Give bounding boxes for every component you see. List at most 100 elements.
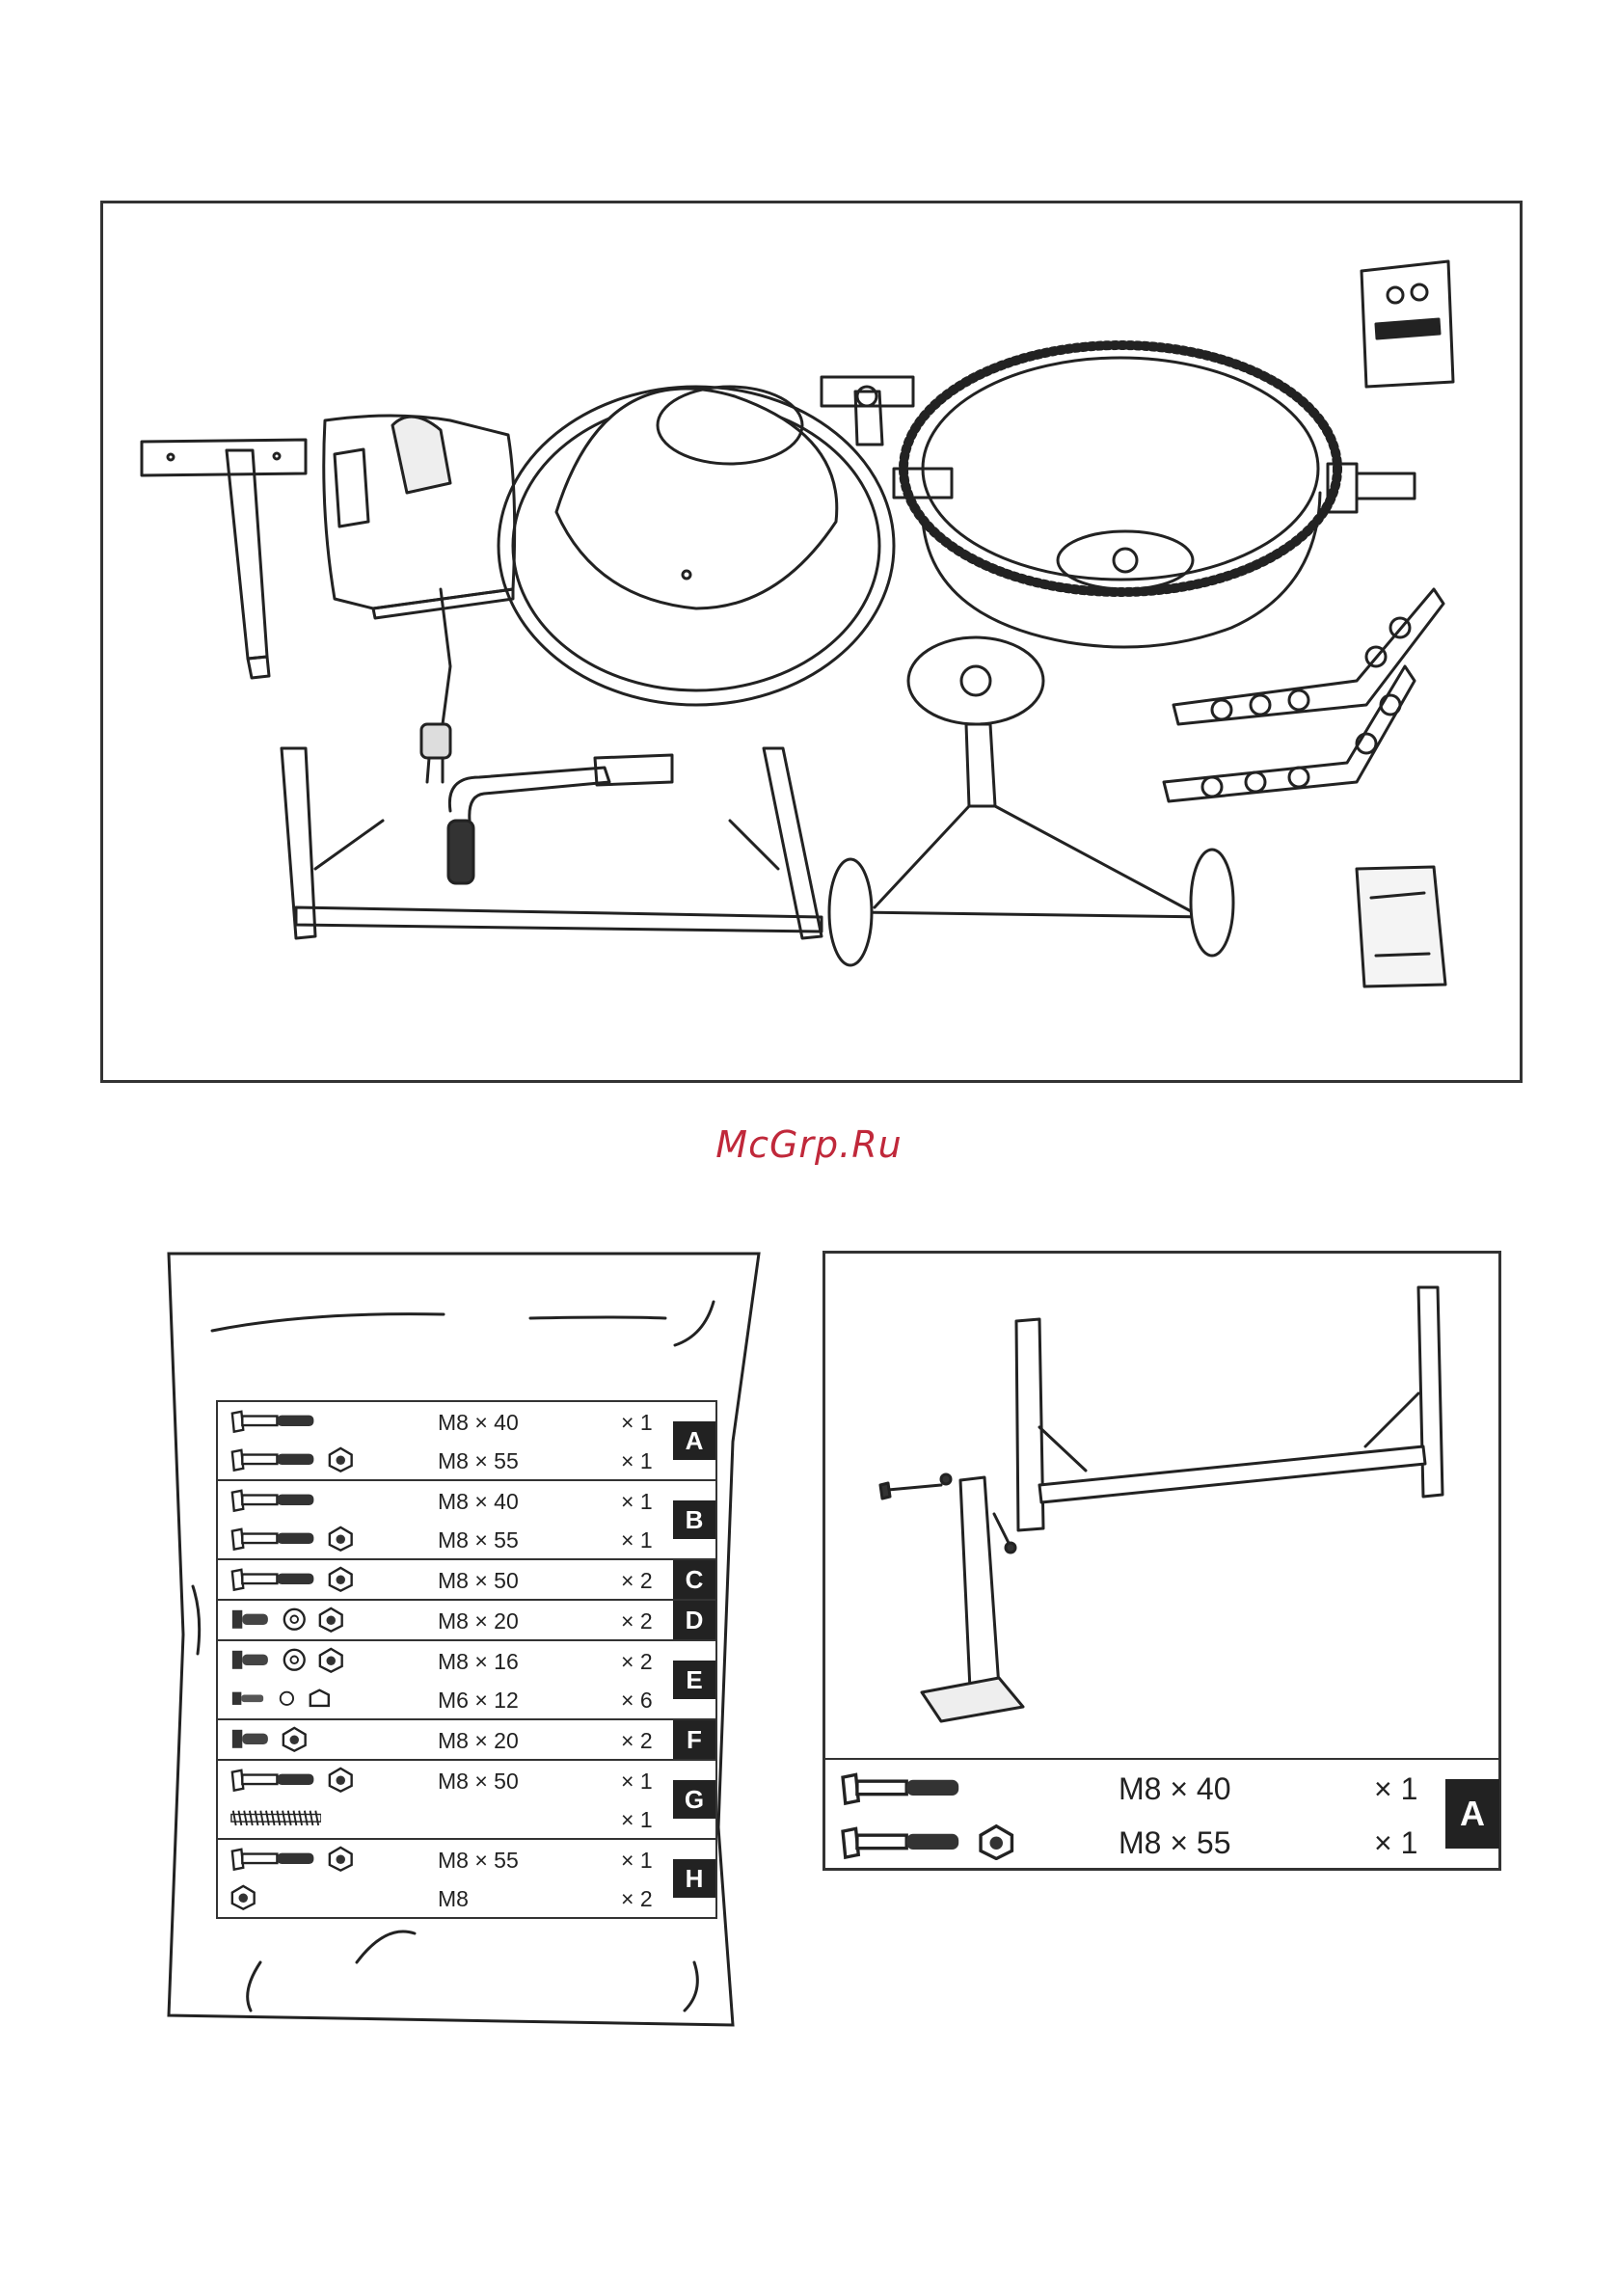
drum-with-gear-ring-part <box>894 345 1415 647</box>
hardware-bag-part <box>1357 867 1445 986</box>
hardware-icons <box>229 1884 266 1911</box>
nut-icon <box>977 1823 1016 1860</box>
bolt-icon <box>229 1446 317 1472</box>
hardware-group-letter: C <box>673 1560 715 1599</box>
hardware-quantity: × 1 <box>621 1410 653 1436</box>
hardware-quantity: × 2 <box>621 1608 653 1634</box>
hardware-icons <box>229 1487 327 1514</box>
hardware-spec: M6 × 12 <box>438 1688 519 1714</box>
hardware-quantity: × 2 <box>621 1886 653 1912</box>
nut-icon <box>327 1767 355 1793</box>
assembly-hardware-row: M8 × 40 × 1 <box>824 1760 1499 1814</box>
hardware-quantity: × 2 <box>621 1728 653 1754</box>
assembly-hardware-quantity: × 1 <box>1374 1771 1417 1807</box>
hardware-row: M8 × 20× 2 <box>218 1720 715 1759</box>
hardware-icons <box>229 1566 364 1593</box>
hardware-icons <box>229 1408 327 1435</box>
hardware-row: × 1 <box>218 1799 715 1838</box>
small-washer-icon <box>276 1686 298 1712</box>
hardware-spec: M8 × 55 <box>438 1848 519 1874</box>
hardware-icons <box>229 1446 364 1473</box>
hardware-quantity: × 1 <box>621 1807 653 1833</box>
hardware-row: M8 × 50 × 1 <box>218 1761 715 1799</box>
watermark: McGrp.Ru <box>0 1123 1618 1166</box>
assembly-hardware-icons <box>839 1823 1029 1860</box>
bolt-icon <box>229 1846 317 1872</box>
assembly-hardware-spec: M8 × 55 <box>1119 1825 1231 1861</box>
nut-icon <box>327 1846 355 1872</box>
washer-icon <box>281 1647 309 1673</box>
short-bolt-icon <box>229 1607 272 1633</box>
hardware-group-letter: G <box>673 1780 715 1819</box>
hardware-group-letter: A <box>673 1421 715 1460</box>
nut-icon <box>229 1884 257 1910</box>
hardware-icons <box>229 1526 364 1553</box>
hardware-row: M8 × 2 <box>218 1878 715 1917</box>
bolt-icon <box>229 1566 317 1592</box>
hardware-row: M8 × 40 × 1 <box>218 1481 715 1520</box>
bolt-icon <box>839 1769 964 1806</box>
hardware-row: M8 × 55× 1 <box>218 1441 715 1479</box>
nut-icon <box>317 1607 345 1633</box>
hardware-quantity: × 1 <box>621 1527 653 1553</box>
washer-icon <box>281 1607 309 1633</box>
hardware-icons <box>229 1686 341 1713</box>
hardware-spec: M8 × 16 <box>438 1649 519 1675</box>
hardware-spec: M8 × 40 <box>438 1410 519 1436</box>
hardware-icons <box>229 1805 331 1832</box>
hardware-icons <box>229 1726 317 1753</box>
assembly-hardware-icons <box>839 1769 977 1806</box>
nut-icon <box>327 1566 355 1592</box>
manual-booklet-part <box>1362 261 1453 387</box>
hardware-quantity: × 1 <box>621 1448 653 1474</box>
hardware-group-letter: D <box>673 1601 715 1639</box>
hardware-spec: M8 × 40 <box>438 1489 519 1515</box>
hardware-row: M8 × 40 × 1 <box>218 1402 715 1441</box>
bolt-icon <box>229 1487 317 1513</box>
cap-nut-icon <box>307 1686 333 1712</box>
hardware-row: M6 × 12 × 6 <box>218 1680 715 1718</box>
hardware-quantity: × 6 <box>621 1688 653 1714</box>
drum-cone-part <box>499 387 894 705</box>
hardware-spec: M8 × 50 <box>438 1769 519 1795</box>
hardware-quantity: × 2 <box>621 1649 653 1675</box>
hardware-row: M8 × 20 × 2 <box>218 1601 715 1639</box>
nut-icon <box>327 1526 355 1552</box>
hardware-icons <box>229 1607 354 1634</box>
frame-assembly-illustration <box>825 1254 1498 1758</box>
hardware-quantity: × 1 <box>621 1489 653 1515</box>
base-frame-part <box>282 748 822 938</box>
hardware-group-g: M8 × 50 × 1 × 1 G <box>216 1759 717 1838</box>
assembly-hardware-spec: M8 × 40 <box>1119 1771 1231 1807</box>
hardware-spec: M8 × 50 <box>438 1568 519 1594</box>
hardware-row: M8 × 16 × 2 <box>218 1641 715 1680</box>
spring-icon <box>229 1805 321 1831</box>
bolt-icon <box>229 1526 317 1552</box>
hardware-group-letter: F <box>673 1720 715 1759</box>
hardware-icons <box>229 1647 354 1674</box>
bolt-icon <box>229 1408 317 1434</box>
hardware-row: M8 × 55 × 1 <box>218 1840 715 1878</box>
hardware-spec: M8 <box>438 1886 469 1912</box>
nut-icon <box>281 1726 309 1752</box>
support-arm-lower-part <box>1164 666 1415 801</box>
nut-icon <box>317 1647 345 1673</box>
hardware-group-d: M8 × 20 × 2 D <box>216 1599 717 1639</box>
parts-overview-illustration <box>103 203 1520 1080</box>
hardware-spec: M8 × 20 <box>438 1608 519 1634</box>
hardware-spec: M8 × 55 <box>438 1527 519 1553</box>
hardware-row: M8 × 55 × 1 <box>218 1520 715 1558</box>
hardware-quantity: × 1 <box>621 1848 653 1874</box>
short-bolt-icon <box>229 1647 272 1673</box>
motor-housing-part <box>324 416 515 782</box>
hardware-row: M8 × 50× 2 <box>218 1560 715 1599</box>
hardware-quantity: × 1 <box>621 1769 653 1795</box>
support-leg-part <box>142 440 306 678</box>
